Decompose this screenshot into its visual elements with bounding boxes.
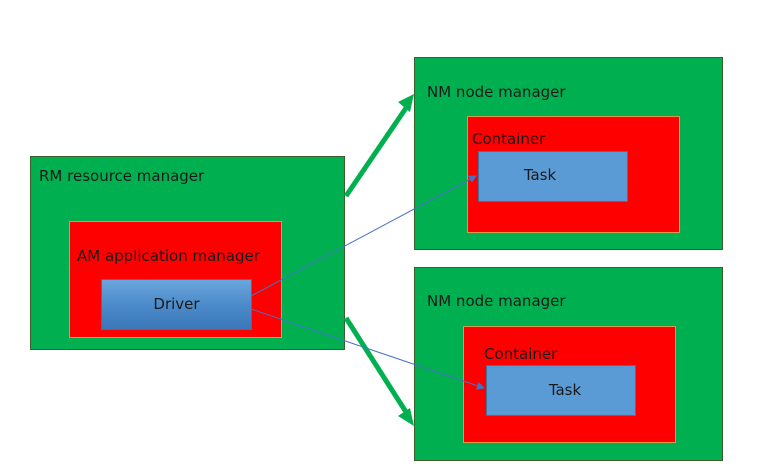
- container-label-2: Container: [484, 345, 558, 363]
- thick-arrow-to-node-1-head: [398, 94, 414, 112]
- container-box-2: Container Task: [463, 326, 676, 443]
- driver-box: Driver: [101, 279, 252, 330]
- node-manager-box-1: NM node manager Container Task: [414, 57, 723, 250]
- application-manager-box: AM application manager Driver: [69, 221, 282, 338]
- resource-manager-box: RM resource manager AM application manag…: [30, 156, 345, 350]
- node-manager-label-1: NM node manager: [427, 83, 566, 101]
- task-box-1: Task: [478, 151, 628, 202]
- resource-manager-label: RM resource manager: [39, 167, 205, 185]
- node-manager-label-2: NM node manager: [427, 292, 566, 310]
- thick-arrow-to-node-2-line: [343, 316, 409, 414]
- task-label-2: Task: [548, 381, 582, 399]
- task-box-2: Task: [486, 365, 636, 416]
- container-box-1: Container Task: [467, 116, 680, 233]
- thick-arrow-to-node-1-line: [343, 106, 409, 198]
- task-label-1: Task: [523, 166, 557, 184]
- node-manager-box-2: NM node manager Container Task: [414, 267, 723, 461]
- driver-label: Driver: [153, 295, 200, 313]
- container-label-1: Container: [472, 130, 546, 148]
- application-manager-label: AM application manager: [77, 247, 260, 265]
- thick-arrow-to-node-2-head: [398, 408, 414, 426]
